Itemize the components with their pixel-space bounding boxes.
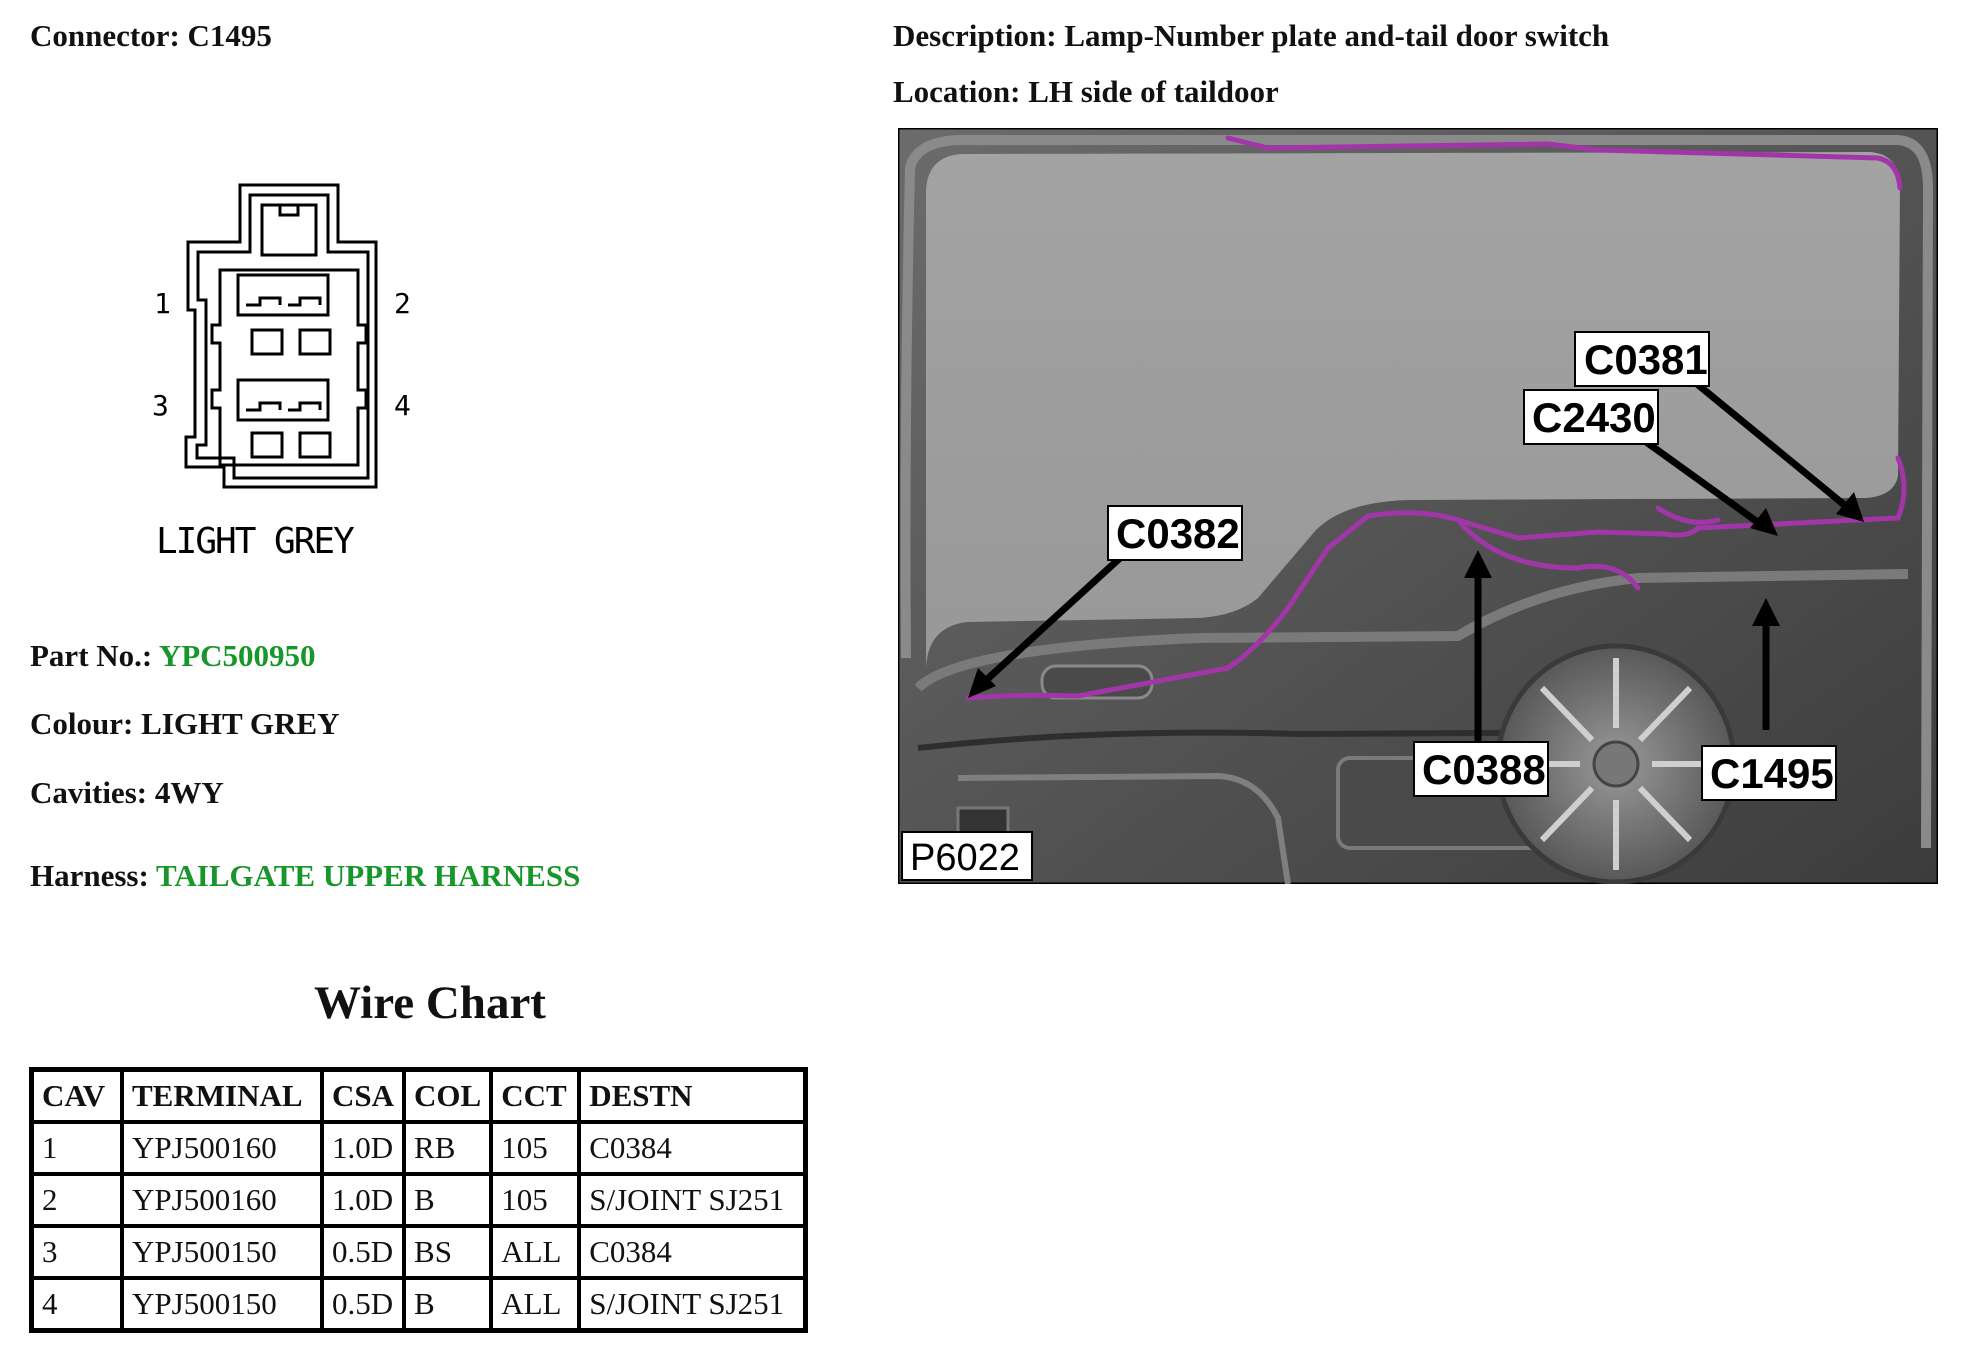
cell-cct: 105 (489, 1120, 582, 1176)
connector-face-diagram: 1 2 3 4 LIGHT GREY (152, 183, 411, 562)
col-destn: DESTN (577, 1067, 808, 1124)
callout-c0388: C0388 (1422, 746, 1546, 793)
cell-csa: 1.0D (319, 1120, 407, 1176)
connector-heading: Connector: C1495 (30, 18, 272, 53)
cell-terminal: YPJ500150 (120, 1276, 324, 1333)
description-heading: Description: Lamp-Number plate and-tail … (893, 18, 1610, 53)
cavities-value: 4WY (154, 775, 224, 810)
cell-col: BS (402, 1224, 494, 1280)
cell-col: RB (402, 1120, 494, 1176)
location-heading: Location: LH side of taildoor (893, 74, 1279, 109)
col-cct: CCT (489, 1067, 582, 1124)
callout-c0381: C0381 (1584, 336, 1708, 383)
description-value: Lamp-Number plate and-tail door switch (1064, 18, 1610, 53)
callout-c0382: C0382 (1116, 510, 1240, 557)
callout-c2430: C2430 (1532, 394, 1656, 441)
wire-chart-title: Wire Chart (314, 977, 546, 1029)
wire-chart-header-row: CAV TERMINAL CSA COL CCT DESTN (29, 1067, 808, 1124)
col-col: COL (402, 1067, 494, 1124)
cell-destn: S/JOINT SJ251 (577, 1172, 808, 1228)
cell-col: B (402, 1172, 494, 1228)
figure-id: P6022 (910, 837, 1020, 879)
table-row: 3 YPJ500150 0.5D BS ALL C0384 (29, 1224, 808, 1280)
cell-csa: 0.5D (319, 1224, 407, 1280)
cell-cav: 1 (29, 1120, 124, 1176)
table-row: 4 YPJ500150 0.5D B ALL S/JOINT SJ251 (29, 1276, 808, 1333)
cell-cct: ALL (489, 1276, 582, 1333)
pin-label-3: 3 (152, 389, 169, 422)
cell-col: B (402, 1276, 494, 1333)
table-row: 2 YPJ500160 1.0D B 105 S/JOINT SJ251 (29, 1172, 808, 1228)
colour-value: LIGHT GREY (141, 706, 340, 741)
col-terminal: TERMINAL (120, 1067, 324, 1124)
cell-terminal: YPJ500160 (120, 1172, 324, 1228)
cell-destn: C0384 (577, 1120, 808, 1176)
cell-cct: ALL (489, 1224, 582, 1280)
colour: Colour: LIGHT GREY (30, 706, 340, 741)
cell-cav: 4 (29, 1276, 124, 1333)
cell-cav: 2 (29, 1172, 124, 1228)
cell-cct: 105 (489, 1172, 582, 1228)
cell-terminal: YPJ500150 (120, 1224, 324, 1280)
connector-id: C1495 (187, 18, 272, 53)
location-image: C0381 C2430 C0382 C0388 C1495 P6022 (898, 128, 1938, 884)
wire-chart-table: CAV TERMINAL CSA COL CCT DESTN 1 YPJ5001… (29, 1067, 809, 1333)
part-number-value: YPC500950 (158, 638, 316, 673)
cell-destn: S/JOINT SJ251 (577, 1276, 808, 1333)
location-value: LH side of taildoor (1028, 74, 1279, 109)
cell-csa: 0.5D (319, 1276, 407, 1333)
cell-csa: 1.0D (319, 1172, 407, 1228)
harness: Harness: TAILGATE UPPER HARNESS (30, 858, 581, 893)
part-number: Part No.: YPC500950 (30, 638, 316, 673)
callout-c1495: C1495 (1710, 750, 1834, 797)
table-row: 1 YPJ500160 1.0D RB 105 C0384 (29, 1120, 808, 1176)
col-cav: CAV (29, 1067, 124, 1124)
cell-terminal: YPJ500160 (120, 1120, 324, 1176)
cell-cav: 3 (29, 1224, 124, 1280)
col-csa: CSA (319, 1067, 407, 1124)
cavities: Cavities: 4WY (30, 775, 224, 810)
cell-destn: C0384 (577, 1224, 808, 1280)
pin-label-1: 1 (154, 287, 171, 320)
harness-value: TAILGATE UPPER HARNESS (156, 858, 581, 893)
connector-colour-caption: LIGHT GREY (156, 521, 355, 562)
pin-label-2: 2 (394, 287, 411, 320)
pin-label-4: 4 (394, 389, 411, 422)
